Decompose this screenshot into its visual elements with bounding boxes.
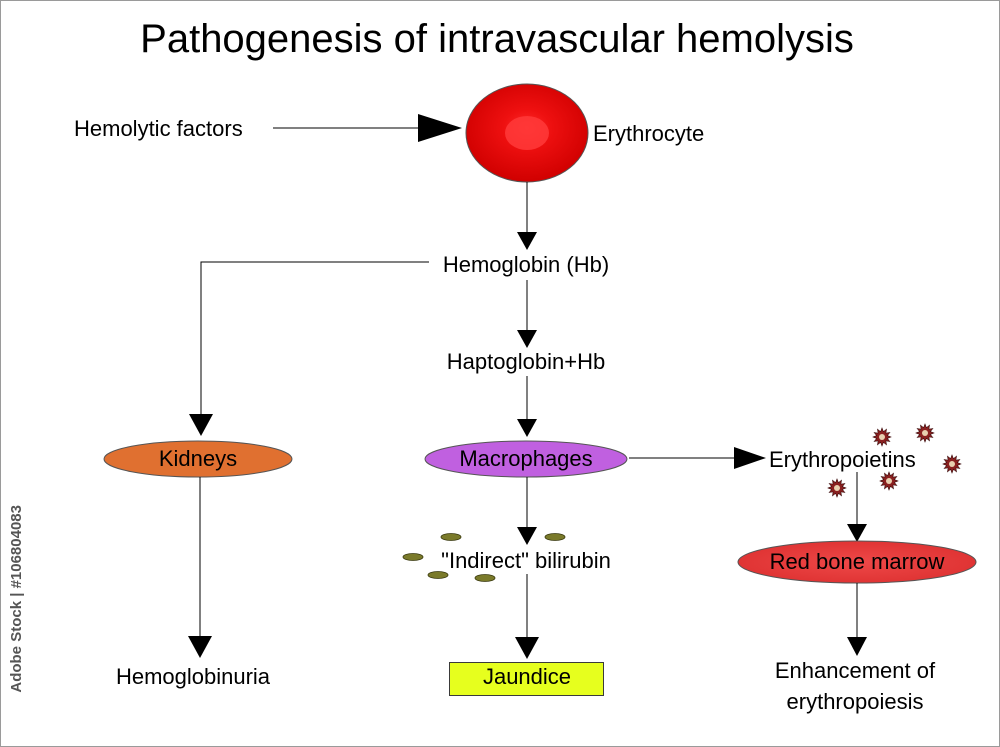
hemoglobinuria-label: Hemoglobinuria <box>115 664 271 689</box>
kidneys-label: Kidneys <box>158 446 238 471</box>
arrow-bilirubin-to-jaundice <box>515 574 539 659</box>
kidneys-node <box>103 440 293 478</box>
haptoglobin-label: Haptoglobin+Hb <box>446 349 606 374</box>
hemoglobin-label: Hemoglobin (Hb) <box>442 252 610 277</box>
arrow-kidneys-to-hemoglobinuria <box>188 477 212 658</box>
erythrocyte-label: Erythrocyte <box>593 121 705 146</box>
erythropoietins-label: Erythropoietins <box>769 447 916 472</box>
erythropoietin-particle <box>879 471 899 491</box>
red-bone-marrow-label: Red bone marrow <box>769 549 945 574</box>
macrophages-node <box>424 440 628 478</box>
arrow-hemoglobin-to-kidneys <box>189 261 429 436</box>
enhancement-label-line2: erythropoiesis <box>786 689 924 714</box>
indirect-bilirubin-label: "Indirect" bilirubin <box>441 548 611 573</box>
bilirubin-granules <box>402 533 566 582</box>
stock-watermark: Adobe Stock | #106804083 <box>8 505 25 693</box>
arrow-erythrocyte-to-hemoglobin <box>517 182 537 250</box>
bilirubin-granule <box>440 533 462 541</box>
jaundice-node <box>449 662 604 696</box>
macrophages-label: Macrophages <box>459 446 593 471</box>
erythrocyte-center <box>505 116 549 150</box>
jaundice-label: Jaundice <box>482 664 572 689</box>
arrow-factors-to-erythrocyte <box>273 114 462 142</box>
arrow-macrophages-to-erythropoietins <box>629 447 766 469</box>
diagram-title: Pathogenesis of intravascular hemolysis <box>140 17 854 61</box>
erythropoietin-particles <box>827 423 962 498</box>
arrow-hemoglobin-to-haptoglobin <box>517 280 537 348</box>
bilirubin-granule <box>474 574 496 582</box>
arrow-macrophages-to-bilirubin <box>517 477 537 545</box>
arrow-erythropoietins-to-marrow <box>847 472 867 542</box>
erythropoietin-particle <box>942 454 962 474</box>
erythropoietin-particle <box>915 423 935 443</box>
arrow-haptoglobin-to-macrophages <box>517 376 537 437</box>
enhancement-label-line1: Enhancement of <box>774 658 936 683</box>
erythropoietin-particle <box>872 427 892 447</box>
arrow-marrow-to-enhancement <box>847 583 867 656</box>
erythropoietin-particle <box>827 478 847 498</box>
hemolytic-factors-label: Hemolytic factors <box>74 116 243 141</box>
bilirubin-granule <box>427 571 449 579</box>
bilirubin-granule <box>402 553 424 561</box>
bilirubin-granule <box>544 533 566 541</box>
